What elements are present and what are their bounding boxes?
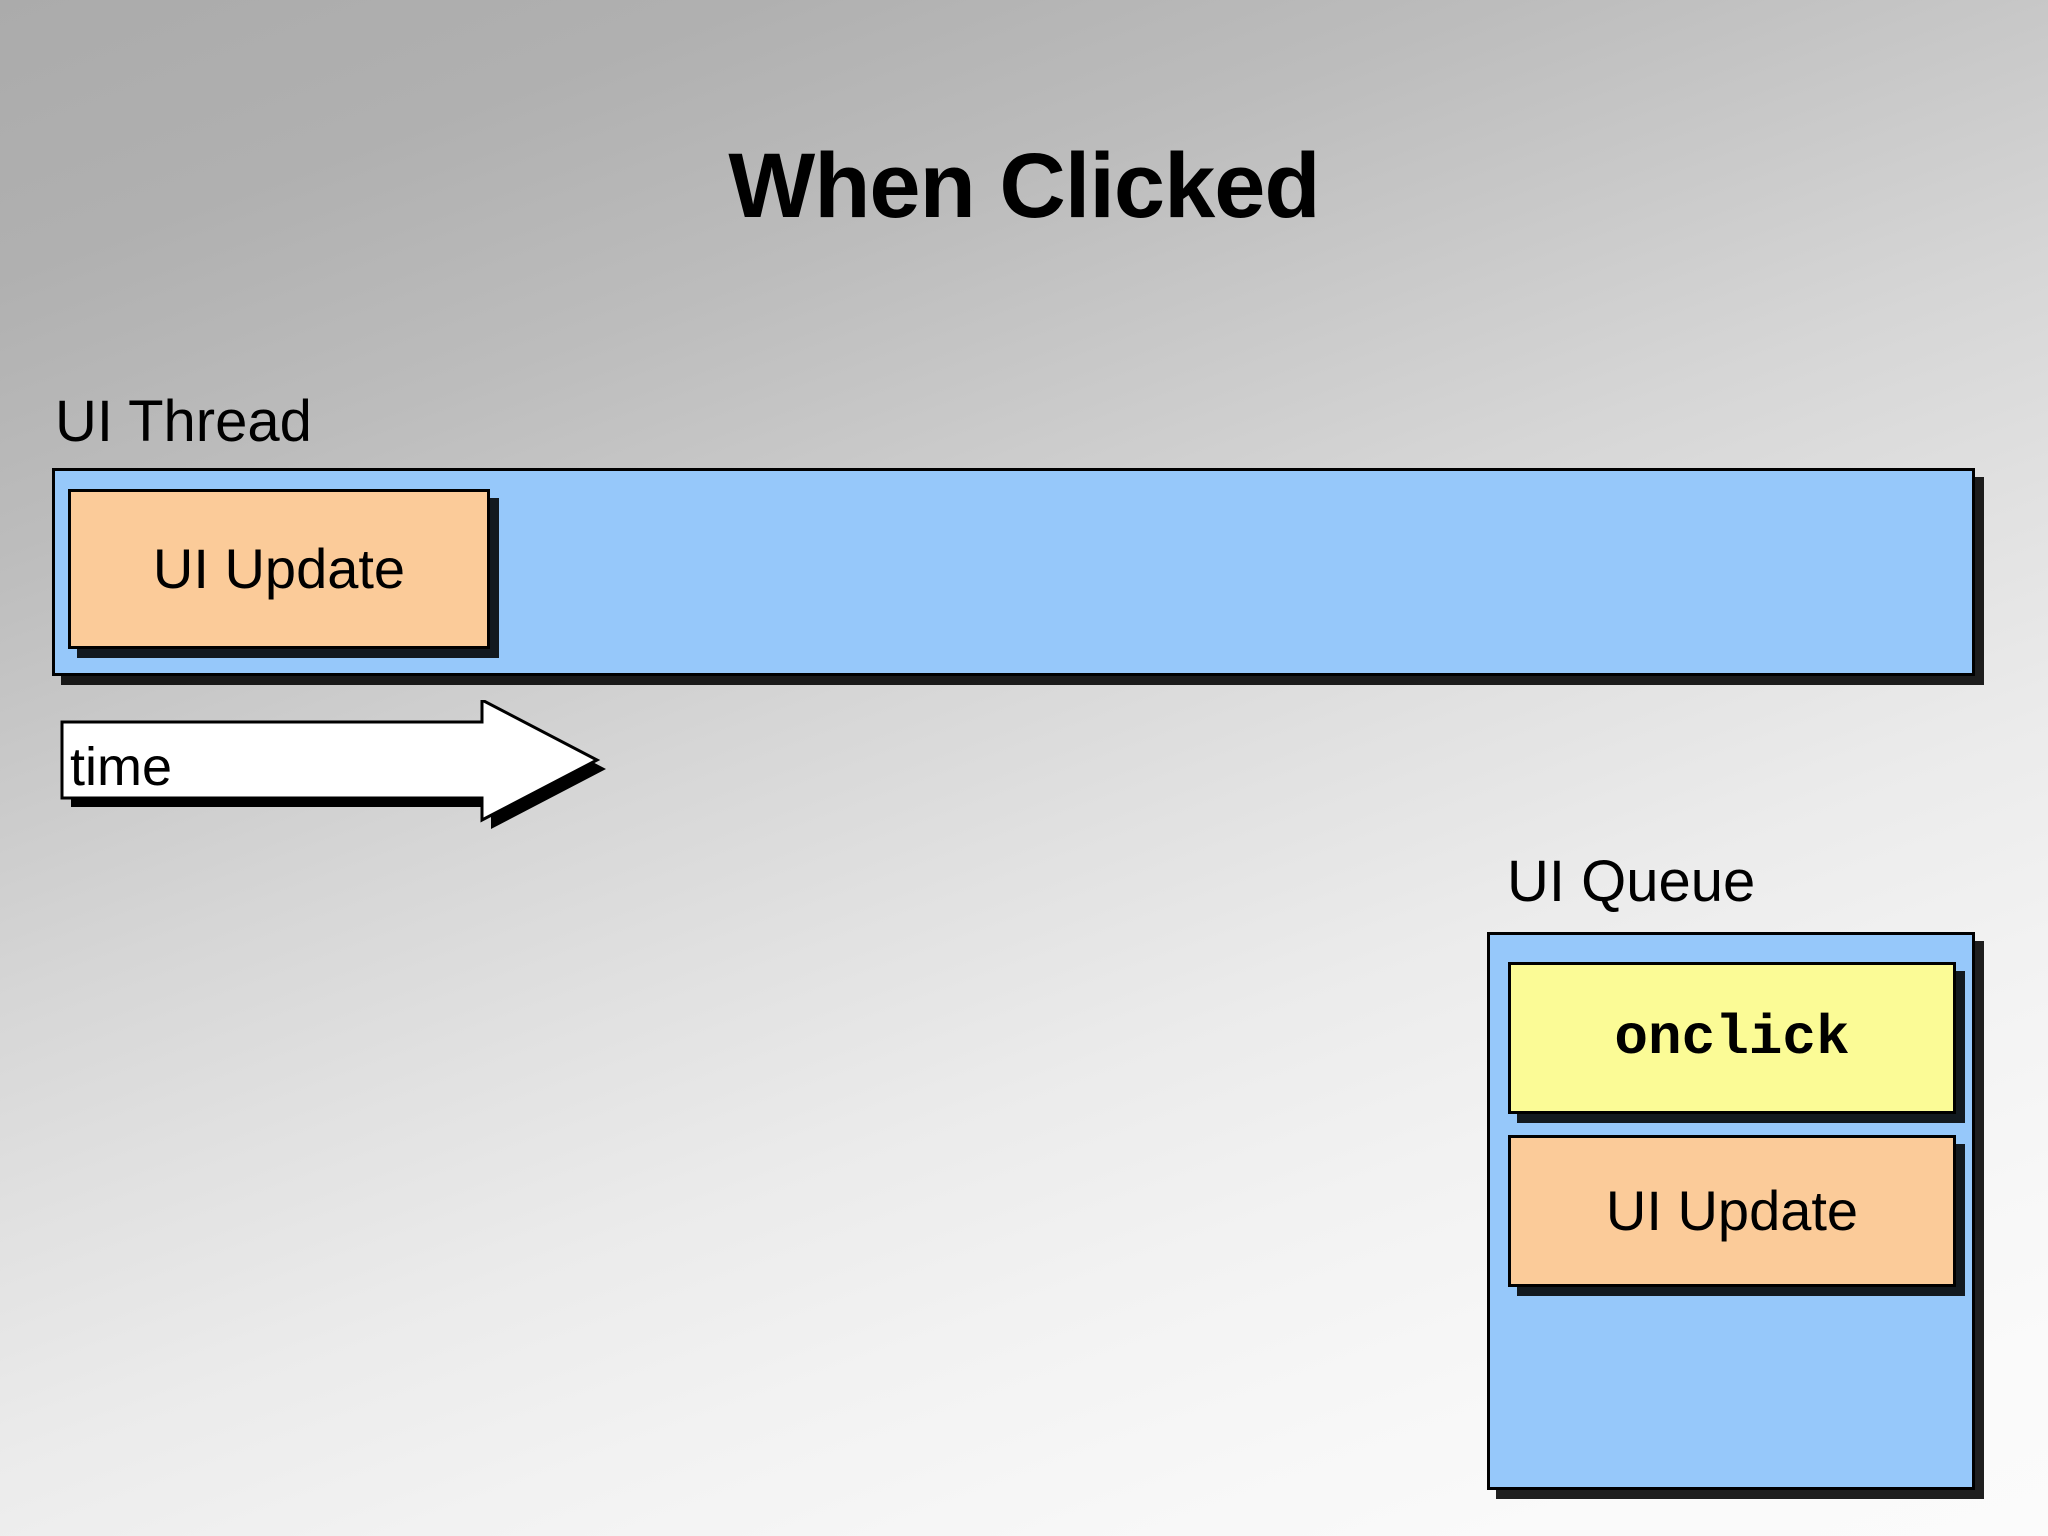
ui-queue-label: UI Queue — [1507, 849, 1756, 914]
queue-item-onclick-label: onclick — [1614, 1006, 1850, 1070]
ui-thread-label: UI Thread — [55, 389, 312, 454]
page-title: When Clicked — [728, 135, 1320, 237]
queue-item-ui-update: UI Update — [1508, 1135, 1956, 1287]
time-arrow-shape — [60, 700, 606, 829]
queue-item-onclick: onclick — [1508, 962, 1956, 1114]
thread-block-ui-update: UI Update — [68, 489, 490, 649]
time-arrow-body — [60, 700, 601, 823]
time-axis-label: time — [70, 737, 173, 797]
queue-item-ui-update-label: UI Update — [1605, 1179, 1859, 1242]
time-axis-arrow: time — [52, 700, 752, 860]
thread-block-ui-update-label: UI Update — [152, 537, 406, 600]
